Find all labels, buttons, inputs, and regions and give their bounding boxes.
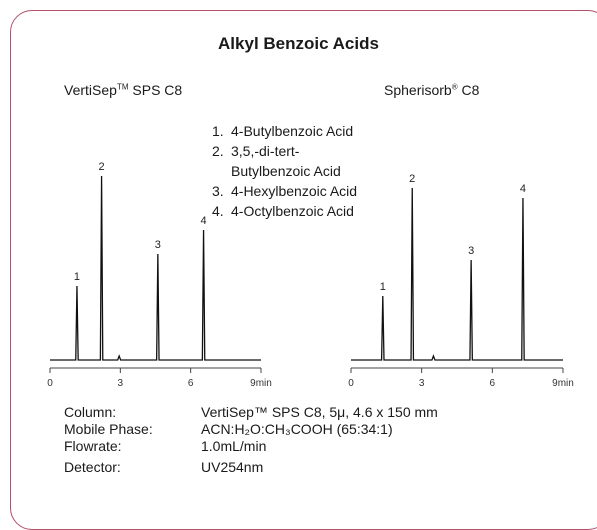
peak-label: 3 bbox=[468, 245, 474, 257]
compound-legend: 1. 4-Butylbenzoic Acid 2. 3,5,-di-tert- Bu… bbox=[212, 121, 357, 221]
condition-value: UV254nm bbox=[201, 459, 264, 475]
x-tick-label: 0 bbox=[348, 378, 354, 389]
condition-value: VertiSep™ SPS C8, 5μ, 4.6 x 150 mm bbox=[201, 404, 438, 420]
condition-value: ACN:H₂O:CH₃COOH (65:34:1) bbox=[201, 421, 393, 437]
legend-name: 4-Butylbenzoic Acid bbox=[231, 123, 354, 139]
x-tick-label: 3 bbox=[419, 378, 425, 389]
legend-item: 3. 4-Hexylbenzoic Acid bbox=[212, 181, 357, 201]
trademark-mark: TM bbox=[116, 82, 129, 92]
peak-label: 1 bbox=[74, 271, 80, 283]
x-tick-label: 9min bbox=[250, 378, 272, 389]
legend-name: 4-Hexylbenzoic Acid bbox=[231, 183, 358, 199]
legend-number: 4. bbox=[212, 203, 224, 219]
chart-label-main: VertiSep bbox=[64, 82, 117, 98]
peak-label: 2 bbox=[99, 161, 105, 173]
registered-mark: ® bbox=[451, 82, 458, 92]
peak-label: 4 bbox=[520, 183, 526, 195]
chart-title: Alkyl Benzoic Acids bbox=[218, 34, 379, 53]
peak-label: 2 bbox=[409, 173, 415, 185]
condition-key: Column: bbox=[64, 404, 117, 420]
legend-name: 3,5,-di-tert- Butylbenzoic Acid bbox=[231, 143, 341, 179]
chart-label-spherisorb: Spherisorb® C8 bbox=[384, 82, 479, 98]
chromatogram-trace bbox=[50, 175, 261, 361]
chart-label-vertisep: VertiSepTM SPS C8 bbox=[64, 82, 182, 98]
x-tick-label: 9min bbox=[552, 378, 574, 389]
condition-key: Flowrate: bbox=[64, 438, 122, 454]
legend-number: 3. bbox=[212, 183, 224, 199]
x-tick-label: 3 bbox=[118, 378, 124, 389]
legend-number: 1. bbox=[212, 123, 224, 139]
condition-key: Detector: bbox=[64, 459, 121, 475]
condition-value: 1.0mL/min bbox=[201, 438, 267, 454]
legend-name: 4-Octylbenzoic Acid bbox=[231, 203, 354, 219]
chromatogram-trace bbox=[351, 187, 563, 361]
x-tick-label: 0 bbox=[47, 378, 53, 389]
chart-label-rest: C8 bbox=[457, 82, 480, 98]
peak-label: 3 bbox=[155, 239, 161, 251]
condition-key: Mobile Phase: bbox=[64, 421, 153, 437]
chart-label-main: Spherisorb bbox=[384, 82, 452, 98]
legend-item: 1. 4-Butylbenzoic Acid bbox=[212, 121, 357, 141]
x-tick-label: 6 bbox=[490, 378, 496, 389]
peak-label: 4 bbox=[200, 215, 206, 227]
legend-item: 2. 3,5,-di-tert- Butylbenzoic Acid bbox=[212, 141, 357, 181]
chromatogram-plots: 0 3 6 9min 1 2 3 4 0 3 6 9min 1 2 3 4 bbox=[47, 161, 574, 389]
chart-label-rest: SPS C8 bbox=[128, 82, 183, 98]
x-tick-label: 6 bbox=[188, 378, 194, 389]
legend-item: 4. 4-Octylbenzoic Acid bbox=[212, 201, 357, 221]
peak-label: 1 bbox=[380, 281, 386, 293]
legend-number: 2. bbox=[212, 143, 224, 159]
